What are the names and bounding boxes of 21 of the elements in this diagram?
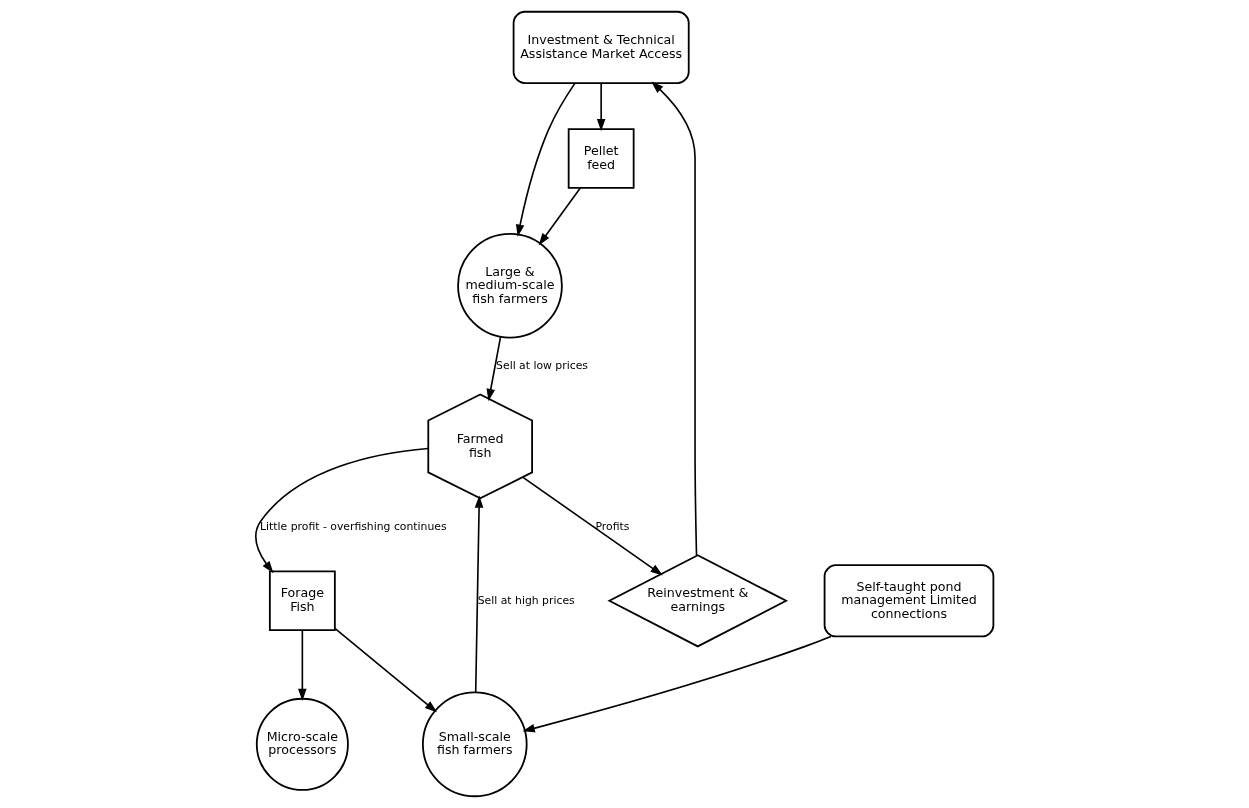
node-box: Pellet feed bbox=[567, 128, 635, 189]
node-box: Self-taught pond management Limited connections bbox=[823, 564, 995, 638]
edge-label: Sell at high prices bbox=[477, 593, 575, 607]
arrow bbox=[255, 447, 429, 574]
arrow bbox=[522, 635, 832, 733]
node-circle: Micro-scale processors bbox=[255, 697, 349, 791]
arrow bbox=[596, 82, 606, 132]
node-box: Forage Fish bbox=[268, 570, 336, 632]
node-diamond: Reinvestment & earnings bbox=[607, 554, 789, 648]
node-box: Investment & Technical Assistance Market Access bbox=[512, 10, 690, 84]
arrow bbox=[515, 82, 576, 237]
arrow bbox=[521, 476, 663, 576]
arrow bbox=[538, 187, 582, 246]
edge-label: Profits bbox=[595, 519, 630, 533]
arrow bbox=[334, 627, 437, 713]
arrow bbox=[474, 495, 484, 694]
arrow bbox=[651, 81, 698, 557]
arrow bbox=[486, 336, 502, 402]
edge-label: Sell at low prices bbox=[496, 358, 588, 372]
arrow bbox=[298, 629, 307, 702]
edge-label: Little profit - overfishing continues bbox=[260, 519, 447, 533]
